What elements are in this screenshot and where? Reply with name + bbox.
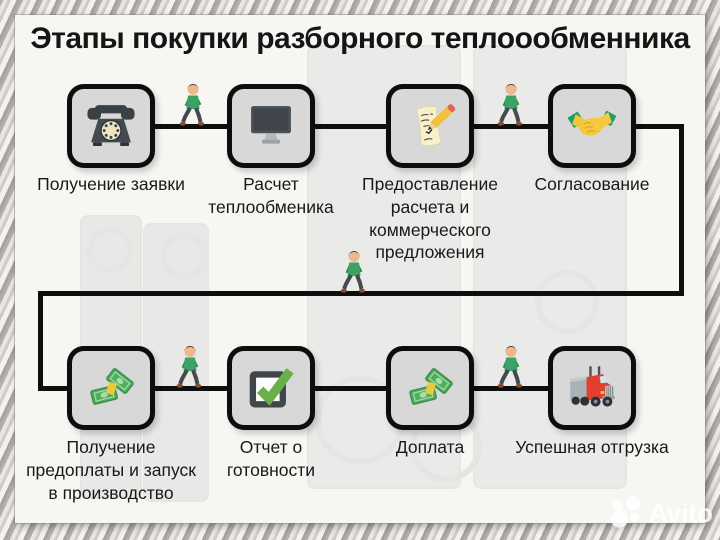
checkbox-check-icon	[249, 368, 294, 408]
step-box-2	[227, 84, 315, 168]
step-label-4: Согласование	[534, 174, 650, 194]
bg-shape	[161, 233, 207, 279]
step-box-3	[386, 84, 474, 168]
money-bundle-icon	[82, 359, 140, 417]
step-label-7: Доплата	[395, 437, 465, 457]
computer-monitor-icon	[251, 106, 291, 144]
walking-person-icon	[495, 82, 525, 127]
step-box-5	[67, 346, 155, 430]
step-label-8: Успешная отгрузка	[515, 437, 669, 457]
connector-line	[310, 124, 390, 129]
connector-line	[150, 124, 232, 129]
page-title: Этапы покупки разборного теплоообменника	[30, 22, 690, 55]
step-box-7	[386, 346, 474, 430]
connector-line	[38, 291, 684, 296]
walking-person-icon	[174, 344, 204, 389]
avito-logo-icon	[610, 496, 640, 528]
avito-wordmark: Avito	[648, 497, 713, 528]
connector-line	[470, 386, 552, 391]
connector-line	[632, 124, 684, 129]
step-box-4	[548, 84, 636, 168]
connector-line	[38, 291, 43, 391]
step-box-8	[548, 346, 636, 430]
step-label-5: Получение предоплаты и запуск в производ…	[26, 437, 196, 503]
memo-pencil-icon	[416, 104, 456, 147]
step-label-1: Получение заявки	[37, 174, 185, 194]
bg-shape	[535, 270, 599, 334]
telephone-icon	[87, 105, 135, 146]
bg-shape	[87, 227, 133, 273]
money-bundle-icon	[401, 359, 459, 417]
connector-line	[679, 124, 684, 296]
avito-watermark: Avito	[608, 495, 713, 531]
truck-icon	[570, 366, 615, 407]
handshake-icon	[567, 110, 617, 136]
connector-line	[38, 386, 72, 391]
step-label-6: Отчет о готовности	[226, 437, 316, 480]
step-box-1	[67, 84, 155, 168]
connector-line	[150, 386, 232, 391]
connector-line	[470, 124, 552, 129]
step-label-3: Предоставление расчета и коммерческого п…	[362, 174, 498, 263]
walking-person-icon	[495, 344, 525, 389]
step-box-6	[227, 346, 315, 430]
walking-person-icon	[177, 82, 207, 127]
connector-line	[310, 386, 390, 391]
step-label-2: Расчет теплообменика	[208, 174, 334, 217]
